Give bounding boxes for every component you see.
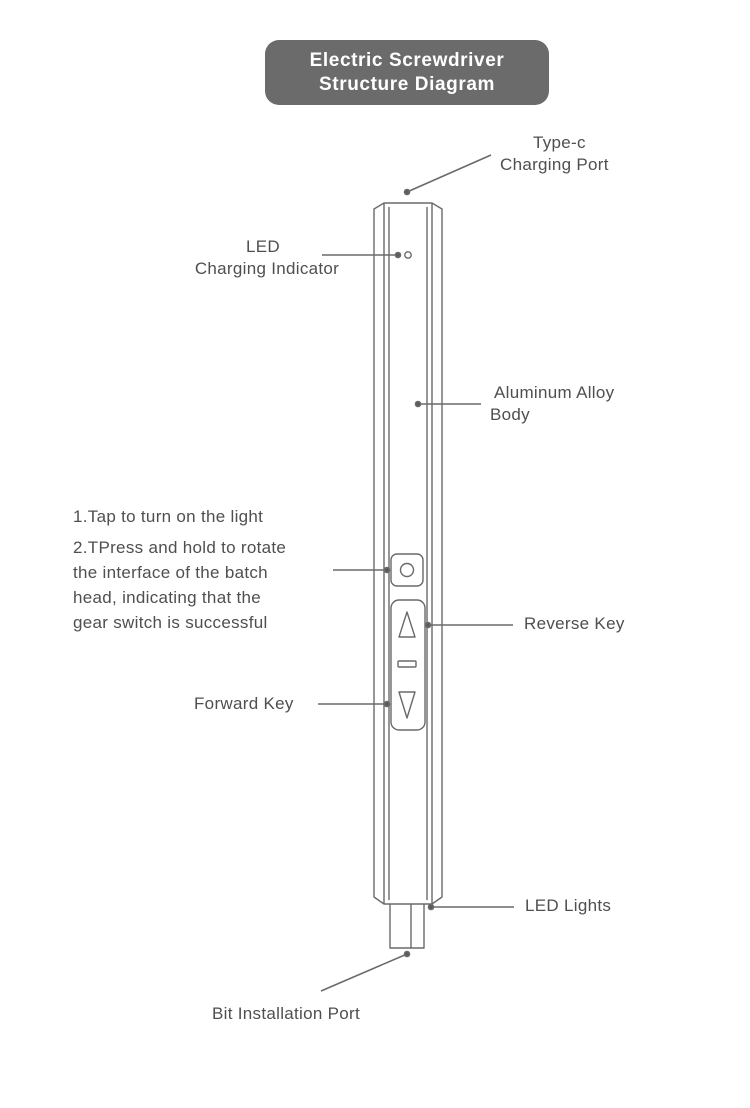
leader-bit-port [320, 953, 408, 992]
label-led-charging-indicator: LED Charging Indicator [194, 237, 340, 278]
title-line-1: Electric Screwdriver [309, 49, 505, 71]
label-reverse-key: Reverse Key [524, 614, 625, 633]
rocker-center-mark [397, 660, 417, 668]
light-button [390, 553, 424, 587]
label-light-button-note: 1.Tap to turn on the light 2.TPress and … [73, 507, 287, 632]
screwdriver-body [373, 202, 443, 905]
reverse-arrow-icon [398, 691, 416, 719]
light-button-ring [399, 562, 415, 578]
leader-type-c [406, 154, 492, 193]
label-bit-installation-port: Bit Installation Port [212, 1004, 361, 1023]
diagram-title: Electric Screwdriver Structure Diagram [265, 40, 549, 105]
label-forward-key: Forward Key [194, 694, 294, 713]
led-indicator-dot [404, 251, 412, 259]
label-led-lights: LED Lights [525, 896, 612, 915]
label-type-c-port: Type-c Charging Port [500, 133, 609, 174]
title-line-2: Structure Diagram [319, 73, 495, 95]
rocker-switch [390, 599, 426, 731]
label-aluminum-body: Aluminum Alloy Body [490, 383, 615, 424]
bit-holder [389, 904, 425, 949]
forward-arrow-icon [398, 611, 416, 638]
